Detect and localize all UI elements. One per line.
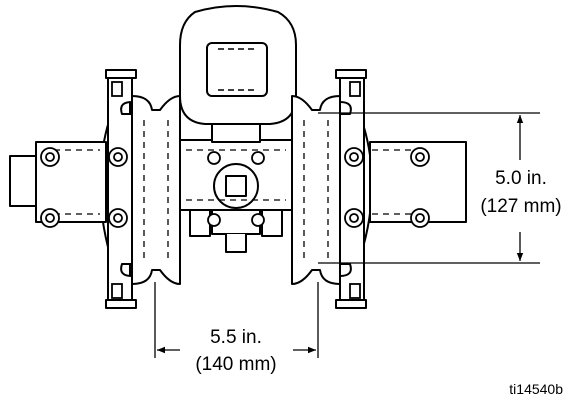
height-dimension-metric: (127 mm) bbox=[480, 196, 561, 217]
pump-body bbox=[9, 5, 467, 309]
bolt bbox=[410, 147, 430, 167]
bolt bbox=[108, 208, 128, 228]
figure-id: ti14540b bbox=[509, 381, 563, 397]
bolt bbox=[251, 151, 265, 165]
width-dimension-metric: (140 mm) bbox=[195, 354, 276, 375]
width-dimension bbox=[154, 282, 319, 358]
height-dimension bbox=[318, 112, 540, 264]
bolt bbox=[108, 147, 128, 167]
hidden-lines bbox=[54, 120, 420, 260]
bolt bbox=[207, 151, 221, 165]
height-dimension-imperial: 5.0 in. bbox=[495, 168, 547, 189]
bolt bbox=[344, 208, 364, 228]
bolts bbox=[40, 81, 430, 299]
bolt bbox=[251, 213, 265, 227]
bolt bbox=[40, 208, 60, 228]
width-dimension-imperial: 5.5 in. bbox=[210, 327, 262, 348]
handle-grip bbox=[206, 42, 268, 97]
bolt bbox=[207, 213, 221, 227]
bolt bbox=[410, 208, 430, 228]
bolt bbox=[344, 147, 364, 167]
bolt bbox=[40, 147, 60, 167]
